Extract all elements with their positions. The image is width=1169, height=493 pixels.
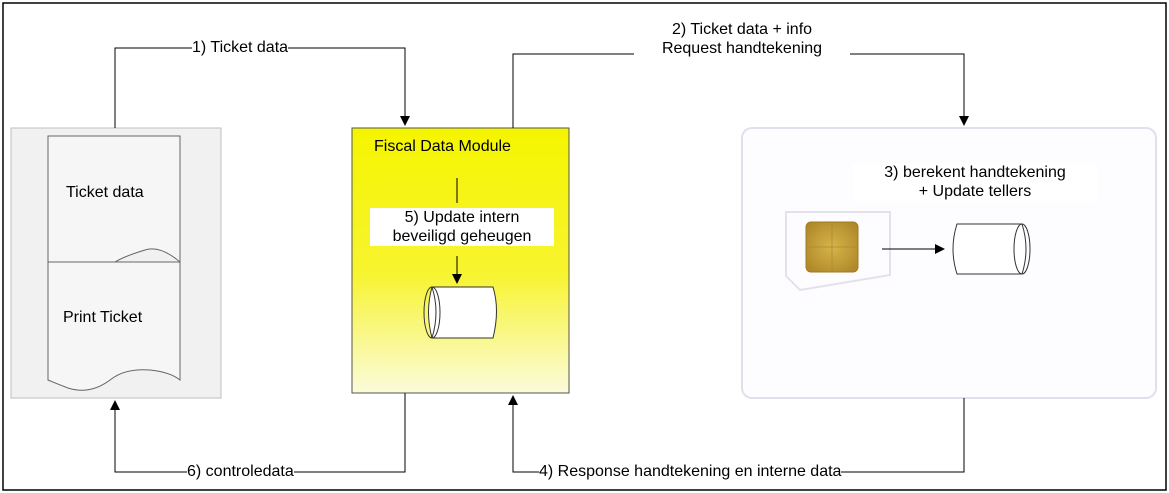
flow-label-ticket-data: 1) Ticket data — [192, 38, 289, 57]
card-memory-cylinder — [952, 223, 1031, 275]
card-label-line2: + Update tellers — [918, 183, 1032, 200]
flow-label-ticket-data-info: 2) Ticket data + info Request handtekeni… — [634, 20, 850, 58]
card-label: 3) berekent handtekening + Update teller… — [853, 163, 1097, 201]
fdm-update-label-line1: 5) Update intern — [404, 209, 520, 226]
ticket-data-document — [47, 135, 181, 264]
printer-print-ticket-label: Print Ticket — [63, 309, 143, 326]
printer-panel — [10, 127, 222, 399]
fdm-memory-cylinder — [423, 286, 497, 339]
printer-ticket-data-label: Ticket data — [66, 184, 144, 201]
card-label-line1: 3) berekent handtekening — [884, 164, 1066, 181]
flow-label-ticket-data-info-line1: 2) Ticket data + info — [671, 21, 813, 38]
fdm-update-label-line2: beveiligd geheugen — [392, 228, 532, 245]
fdm-title: Fiscal Data Module — [374, 138, 511, 155]
fiscal-data-module-box — [351, 127, 570, 394]
fdm-update-label: 5) Update intern beveiligd geheugen — [370, 208, 554, 246]
flow-label-controledata: 6) controledata — [187, 462, 294, 481]
flow-label-ticket-data-info-line2: Request handtekening — [661, 40, 823, 57]
flow-label-response: 4) Response handtekening en interne data — [539, 462, 842, 481]
print-ticket-document — [47, 261, 181, 391]
